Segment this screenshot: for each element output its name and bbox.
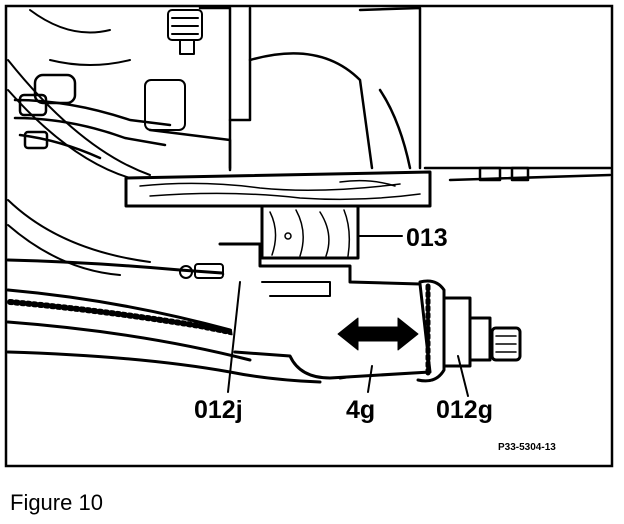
steering-housing [179,242,432,380]
label-4g: 4g [346,396,375,424]
reference-code: P33-5304-13 [498,442,556,453]
wheel-arcs [7,9,151,276]
label-012j: 012j [194,396,243,424]
leader-4g [367,365,373,393]
figure-caption: Figure 10 [10,490,103,515]
clamp-ring [416,279,522,383]
hose-bundle [13,73,172,160]
wooden-beam [124,170,432,208]
double-arrow [337,317,419,351]
label-012g: 012g [436,396,493,424]
wooden-block [260,204,360,260]
transmission-housing [148,6,612,182]
upper-bolts [144,9,203,131]
leader-012j [227,281,241,393]
label-013: 013 [406,224,448,252]
leader-012g [457,355,469,397]
